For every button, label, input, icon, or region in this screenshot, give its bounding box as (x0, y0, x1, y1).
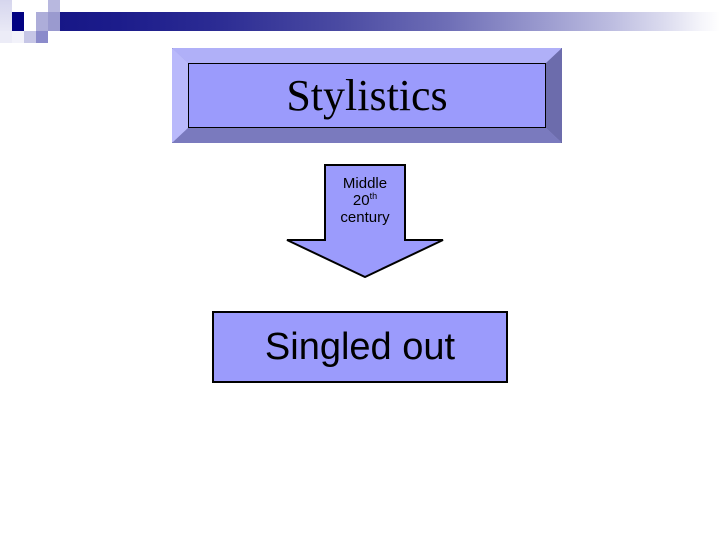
header-square-3 (12, 12, 24, 31)
header-square-11 (36, 12, 48, 31)
title-box: Stylistics (172, 48, 562, 143)
arrow-caption-number: 20 (352, 191, 370, 209)
header-square-9 (48, 31, 60, 43)
title-bevel-right (546, 48, 562, 143)
page-title: Stylistics (286, 70, 448, 120)
header-square-2 (0, 31, 12, 43)
down-arrow: Middle 20th century (286, 164, 444, 278)
header-square-10 (12, 31, 24, 43)
header-square-4 (24, 12, 36, 31)
header-square-1 (0, 0, 12, 31)
title-inner-panel: Stylistics (188, 63, 546, 128)
header-square-7 (36, 31, 48, 43)
arrow-caption-line2: 20th (286, 190, 444, 210)
header-square-12 (48, 12, 60, 31)
result-box: Singled out (212, 311, 508, 383)
arrow-caption-line3: century (340, 208, 390, 226)
header-gradient-bar (36, 12, 720, 31)
title-bevel-top (172, 48, 562, 63)
down-arrow-icon (286, 164, 444, 278)
header-square-5 (24, 31, 36, 43)
title-bevel-left (172, 48, 188, 143)
header-square-8 (48, 0, 60, 12)
arrow-caption-line1: Middle (342, 175, 388, 192)
arrow-caption-ordinal-suffix: th (369, 190, 378, 201)
arrow-caption: Middle 20th century (286, 175, 444, 226)
result-text: Singled out (264, 326, 456, 368)
header-square-6 (36, 0, 48, 12)
title-bevel-bottom (172, 128, 562, 143)
